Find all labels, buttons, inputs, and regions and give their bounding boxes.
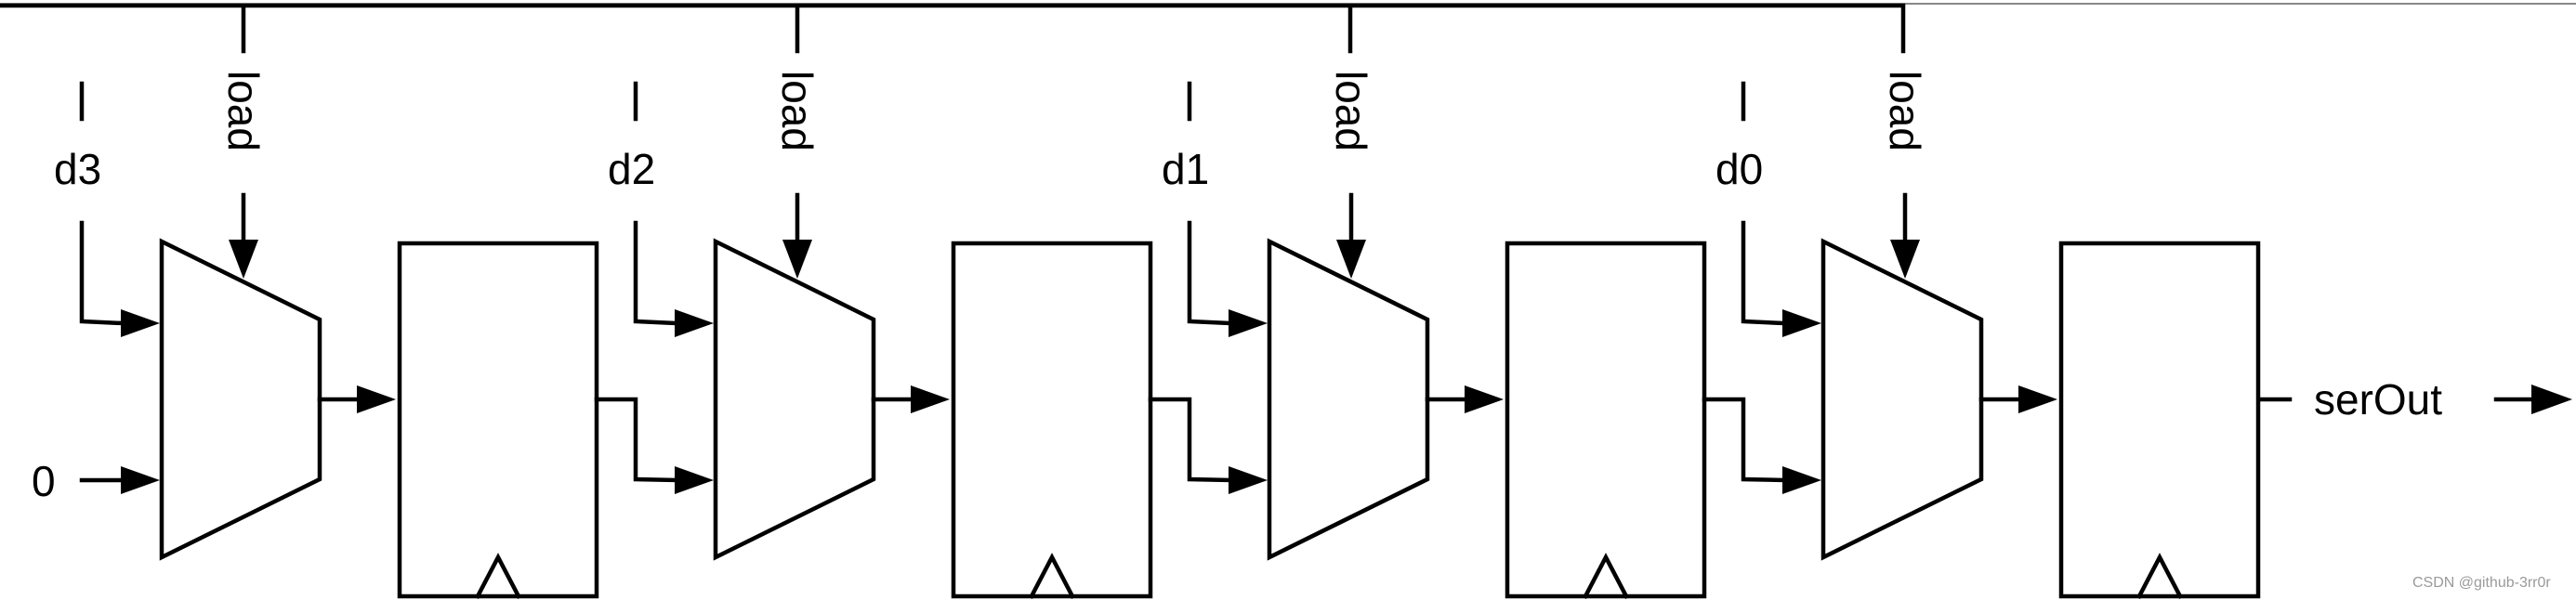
data-input-wire: [1741, 220, 1787, 326]
clock-triangle: [474, 553, 522, 600]
stage-2: d1 load: [1162, 71, 1821, 600]
chain-wire: [1148, 397, 1233, 483]
clock-triangle: [1028, 553, 1076, 600]
mux-output-arrowhead: [1465, 385, 1504, 413]
input-0-arrowhead: [121, 466, 160, 494]
data-input-arrowhead: [1782, 309, 1821, 337]
mux-output-arrowhead: [2018, 385, 2057, 413]
data-input-wire: [633, 220, 679, 326]
load-bus: [0, 3, 1906, 54]
data-input-wire: [1187, 220, 1233, 326]
output-label: serOut: [2314, 375, 2442, 424]
mux: [159, 238, 322, 561]
select-label: load: [219, 71, 268, 151]
select-arrowhead: [1890, 240, 1920, 279]
data-input-arrowhead: [121, 309, 160, 337]
data-input-label: d2: [608, 145, 655, 193]
output-arrowhead: [2531, 385, 2572, 414]
clock-triangle: [1582, 553, 1630, 600]
register: [951, 241, 1153, 599]
chain-wire: [594, 397, 679, 483]
chain-arrowhead: [675, 466, 714, 494]
stage-3: d0 load: [1715, 71, 2261, 600]
clock-triangle: [2136, 553, 2184, 600]
select-arrowhead: [1336, 240, 1366, 279]
mux: [1267, 238, 1430, 561]
chain-wire: [1702, 397, 1787, 483]
register: [2058, 241, 2261, 599]
select-arrowhead: [229, 240, 258, 279]
select-arrowhead: [782, 240, 812, 279]
data-input-label: d0: [1715, 145, 1763, 193]
mux-output-arrowhead: [911, 385, 950, 413]
mux: [1820, 238, 1984, 561]
register: [397, 241, 599, 599]
mux-output-arrowhead: [357, 385, 396, 413]
data-input-arrowhead: [1229, 309, 1268, 337]
chain-arrowhead: [1782, 466, 1821, 494]
mux: [713, 238, 876, 561]
data-input-wire: [79, 220, 125, 326]
select-label: load: [773, 71, 821, 151]
stage-0: d3 load: [54, 71, 714, 600]
chain-arrowhead: [1229, 466, 1268, 494]
data-input-label: d3: [54, 145, 101, 193]
register: [1505, 241, 1707, 599]
select-label: load: [1881, 71, 1929, 151]
input-0-label: 0: [32, 457, 56, 505]
data-input-label: d1: [1162, 145, 1209, 193]
data-input-arrowhead: [675, 309, 714, 337]
watermark: CSDN @github-3rr0r: [2412, 575, 2551, 591]
select-label: load: [1327, 71, 1375, 151]
stage-1: d2 load: [608, 71, 1268, 600]
stages-layer: d3 load d2 load d1 load d0 load: [54, 71, 2261, 600]
